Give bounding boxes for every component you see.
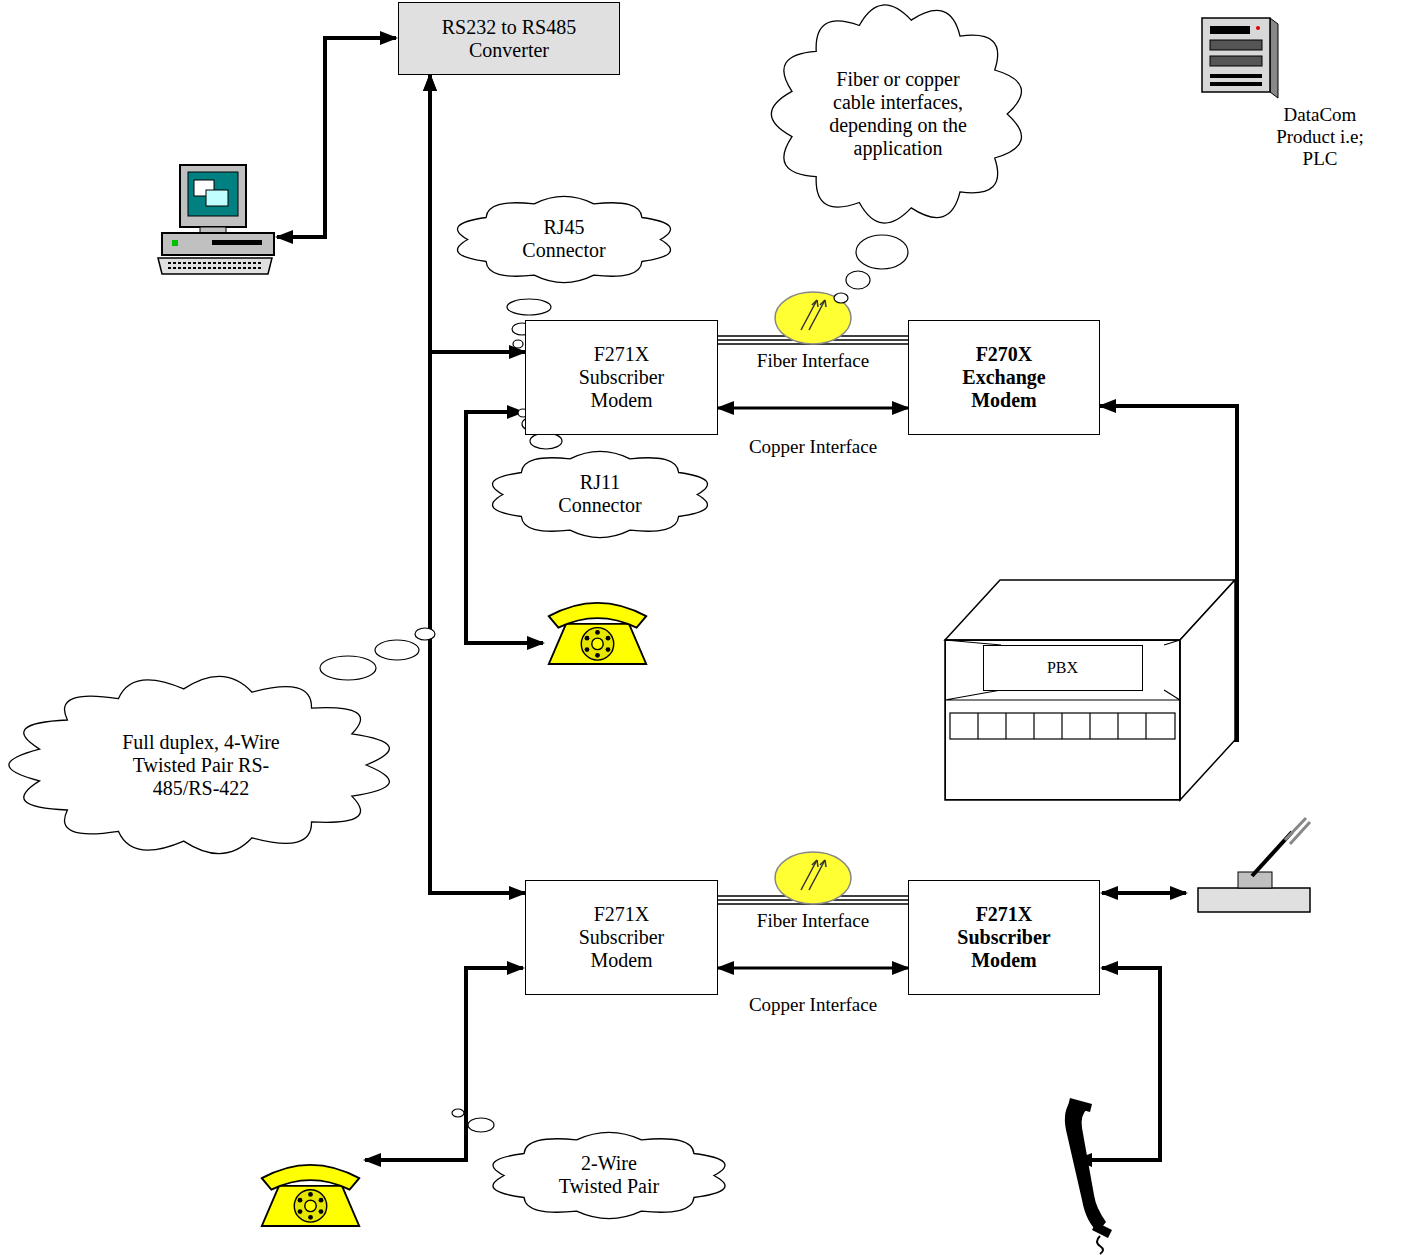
box-label: F270X Exchange Modem (948, 343, 1060, 412)
plc-icon (1202, 18, 1278, 98)
modem-box: F270X Exchange Modem (908, 320, 1100, 435)
callout-bubbles (320, 235, 908, 1132)
handset-icon (1065, 1098, 1112, 1254)
callout-cloud: Full duplex, 4-Wire Twisted Pair RS-485/… (5, 672, 397, 858)
edge-label: Copper Interface (746, 436, 880, 458)
converter-box: RS232 to RS485 Converter (398, 2, 620, 75)
callout-text: Full duplex, 4-Wire Twisted Pair RS-485/… (109, 731, 294, 800)
callout-cloud: RJ45 Connector (448, 192, 680, 287)
handset-link (1076, 968, 1160, 1160)
telephone-icon (549, 603, 646, 664)
box-label: RS232 to RS485 Converter (409, 16, 609, 62)
device-caption: DataCom Product i.e; PLC (1276, 104, 1364, 170)
callout-cloud: Fiber or copper cable interfaces, depend… (767, 0, 1029, 228)
key-link (1102, 891, 1186, 895)
callout-cloud: RJ11 Connector (483, 447, 717, 542)
copper-link (718, 968, 908, 969)
pbx-box: PBX (945, 640, 1180, 800)
pc-icon (158, 165, 274, 274)
callout-text: 2-Wire Twisted Pair (553, 1152, 665, 1198)
callout-text: RJ45 Connector (514, 216, 614, 262)
pbx-cabinet (945, 580, 1235, 800)
callout-text: RJ11 Connector (550, 471, 650, 517)
telephone-icon (262, 1165, 359, 1226)
box-label: F271X Subscriber Modem (948, 903, 1060, 972)
edge-label: Copper Interface (746, 994, 880, 1016)
callout-text: Fiber or copper cable interfaces, depend… (818, 68, 978, 160)
edge-label: Fiber Interface (754, 910, 872, 932)
box-label: F271X Subscriber Modem (566, 343, 678, 412)
copper-link (718, 408, 908, 409)
modem-box: F271X Subscriber Modem (908, 880, 1100, 995)
fiber-icon (775, 292, 851, 344)
callout-cloud: 2-Wire Twisted Pair (483, 1128, 735, 1223)
fiber-icon (775, 852, 851, 904)
box-label: F271X Subscriber Modem (566, 903, 678, 972)
pc-link (277, 38, 396, 237)
modem-box: F271X Subscriber Modem (525, 320, 718, 435)
edge-label: Fiber Interface (754, 350, 872, 372)
telegraph-key-icon (1198, 818, 1310, 912)
phone-link (365, 968, 523, 1160)
box-label: PBX (983, 645, 1143, 691)
modem-box: F271X Subscriber Modem (525, 880, 718, 995)
